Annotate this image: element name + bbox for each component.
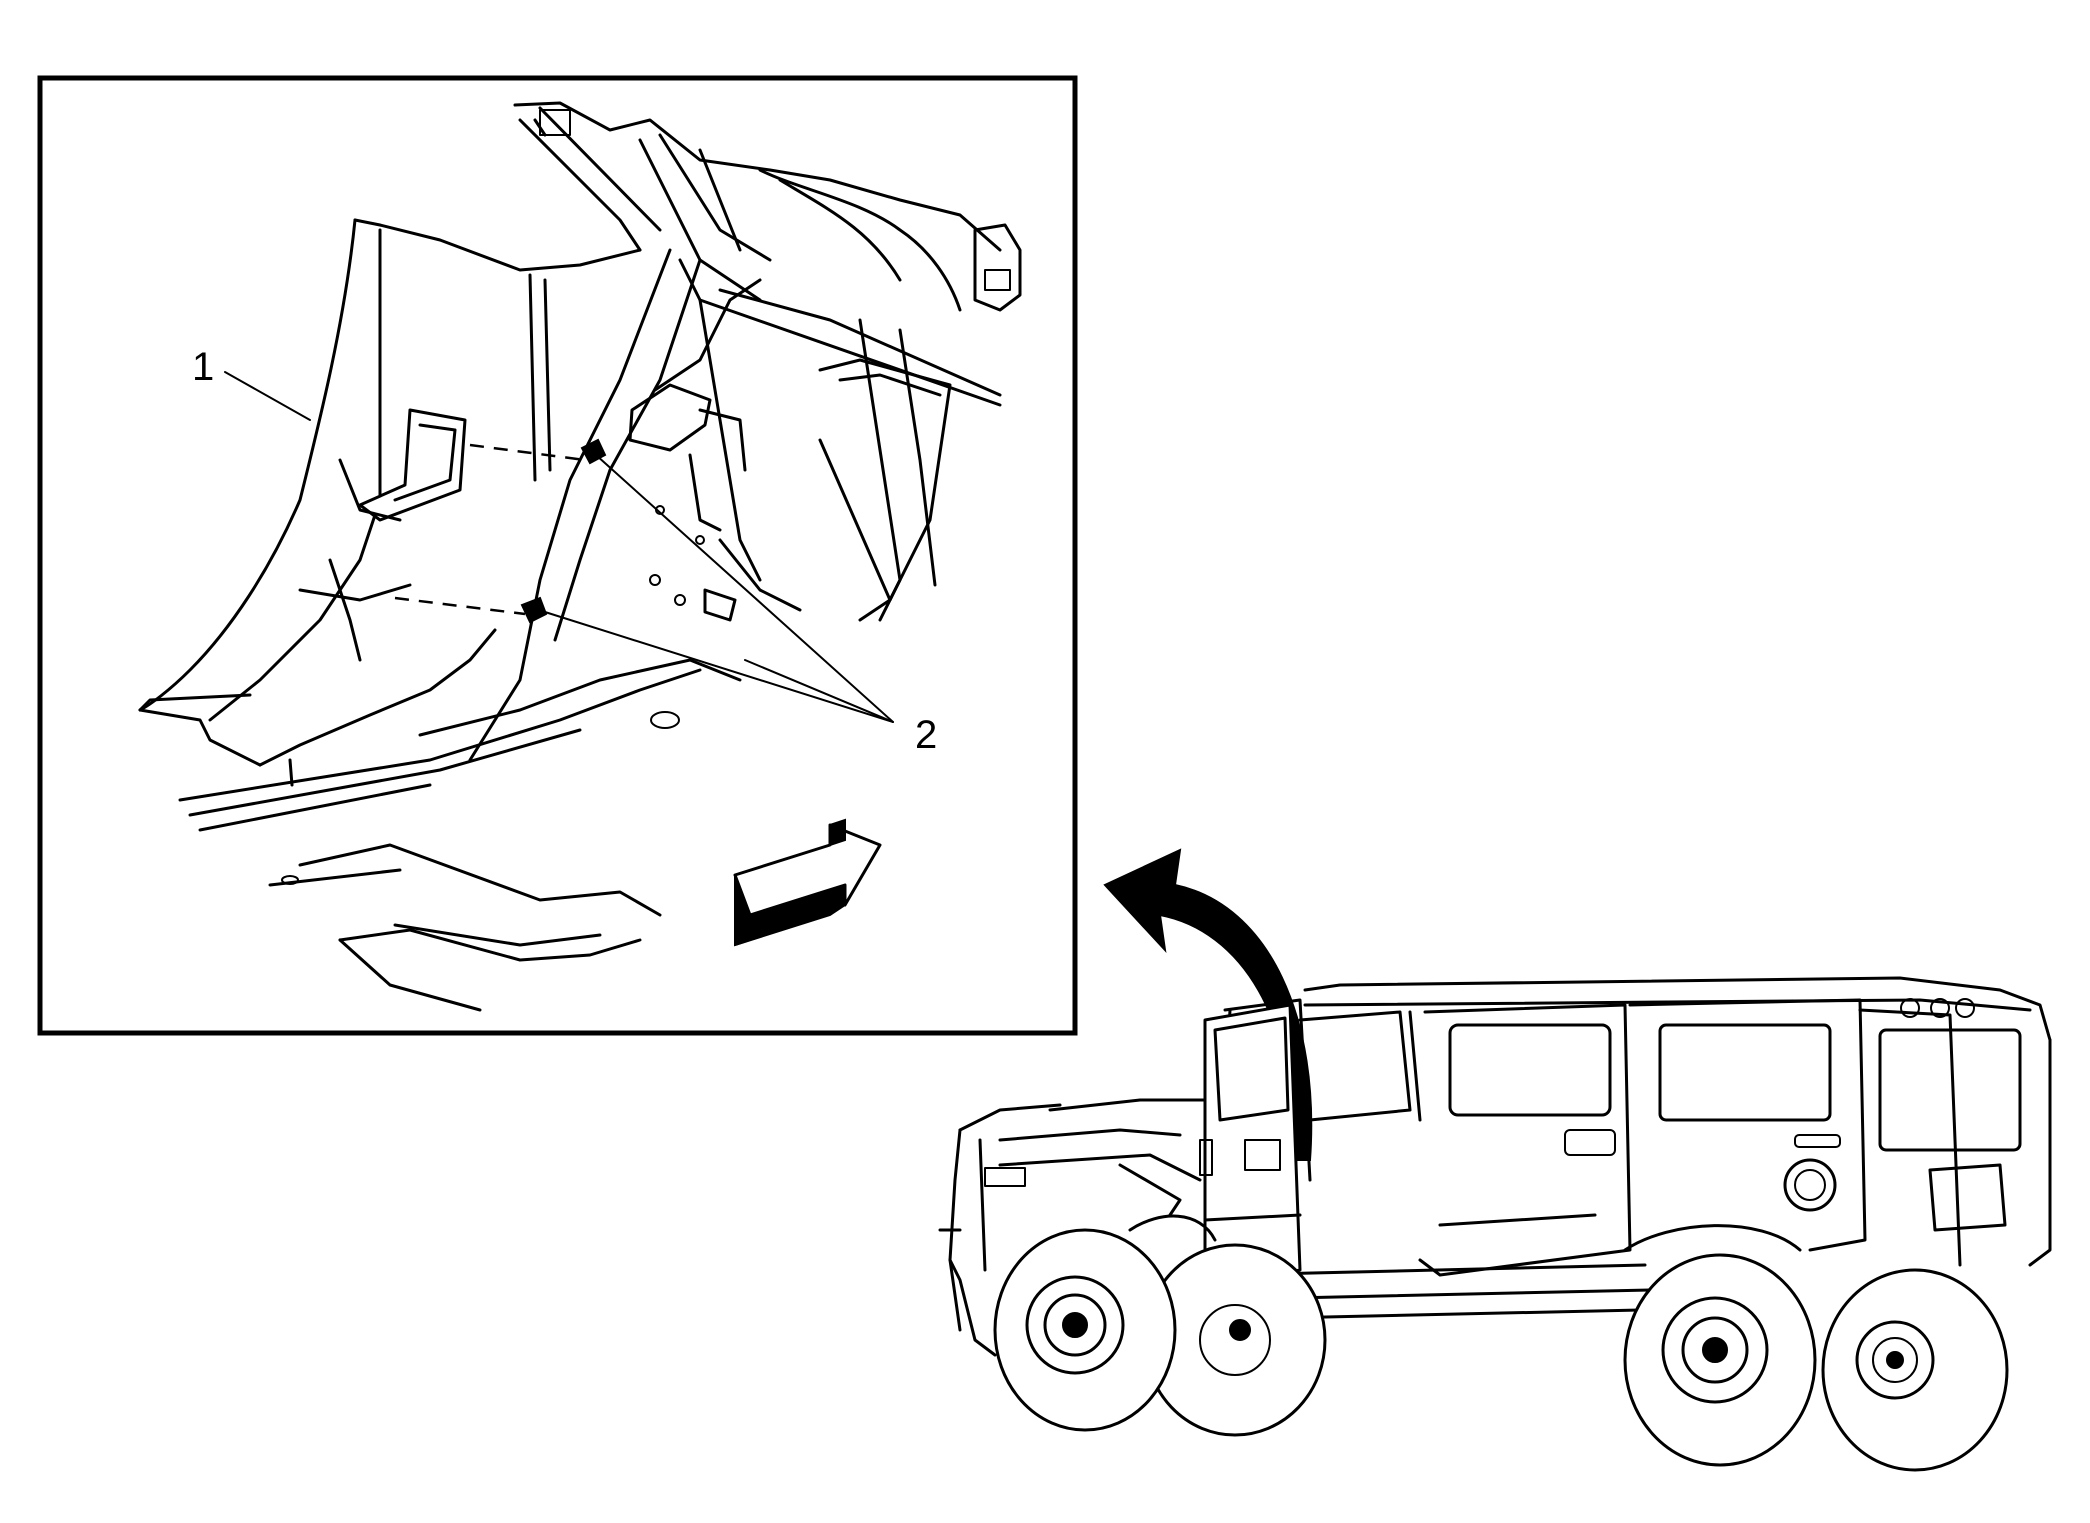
view-direction-arrow-icon [733,818,882,947]
floor-area [178,658,742,1012]
inset-frame [37,75,1078,1036]
wheel-rear [1623,1253,2009,1472]
vehicle-outline-icon [938,976,2052,1472]
leader-lines [224,371,894,723]
trim-panel [138,218,642,767]
callout-label-1: 1 [192,345,214,389]
callout-label-2: 2 [915,713,937,757]
wheel-front [993,1228,1327,1437]
callout-2: 2 [915,713,937,757]
dash-assembly [468,101,1022,762]
callout-1: 1 [192,345,214,389]
detail-inset: 1 2 [37,75,1078,1036]
